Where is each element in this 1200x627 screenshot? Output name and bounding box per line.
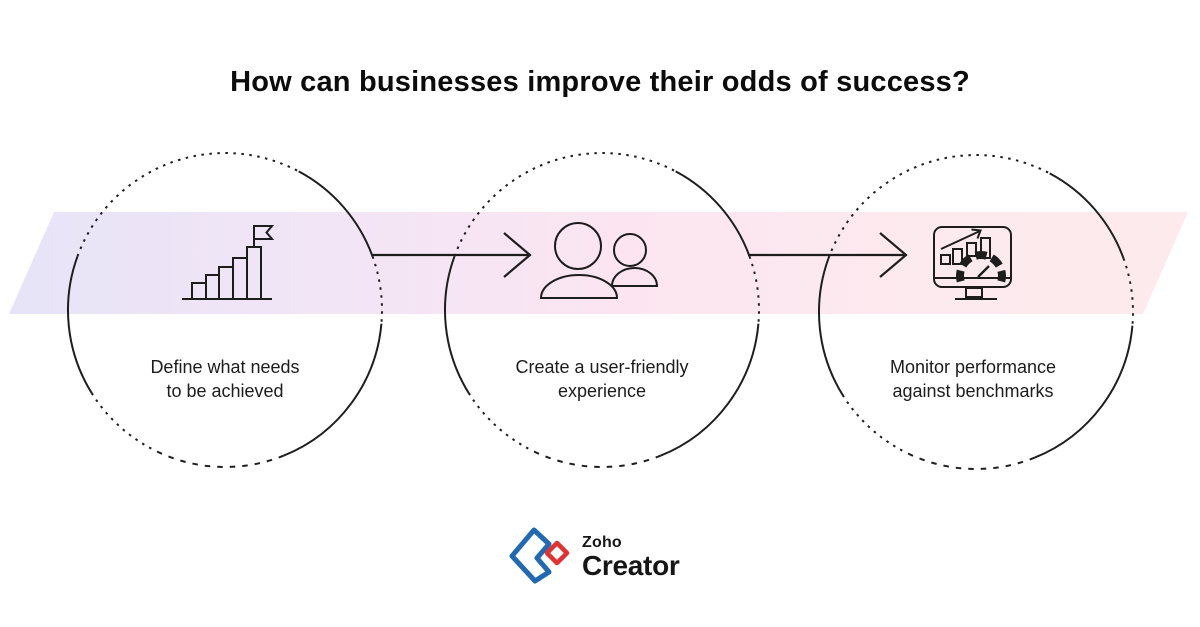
step-1-label: Define what needs to be achieved [95,355,355,403]
step-3-label-line1: Monitor performance [889,357,1057,377]
zoho-creator-logo: Zoho Creator [509,527,680,587]
step-circle-2 [444,152,760,468]
page-title: How can businesses improve their odds of… [230,66,970,98]
zoho-creator-logo-icon [509,527,570,584]
step-3-label: Monitor performance against benchmarks [843,355,1103,403]
logo-product: Creator [582,550,680,581]
performance-dashboard-icon [933,226,1012,300]
step-2-label-line1: Create a user-friendly [515,357,689,377]
goal-progress-flag-icon [182,225,275,300]
logo-text: Zoho Creator [582,534,680,580]
arrow-step2-to-step3-icon [748,232,908,278]
arrow-step1-to-step2-icon [372,232,532,278]
step-2-label-line2: experience [557,381,647,401]
users-icon [539,222,659,299]
logo-brand: Zoho [582,534,622,551]
step-2-label: Create a user-friendly experience [472,355,732,403]
step-3-label-line2: against benchmarks [892,381,1054,401]
step-1-label-line2: to be achieved [166,381,284,401]
step-circle-1 [67,152,383,468]
step-1-label-line1: Define what needs [150,357,300,377]
step-circle-3 [818,154,1134,470]
